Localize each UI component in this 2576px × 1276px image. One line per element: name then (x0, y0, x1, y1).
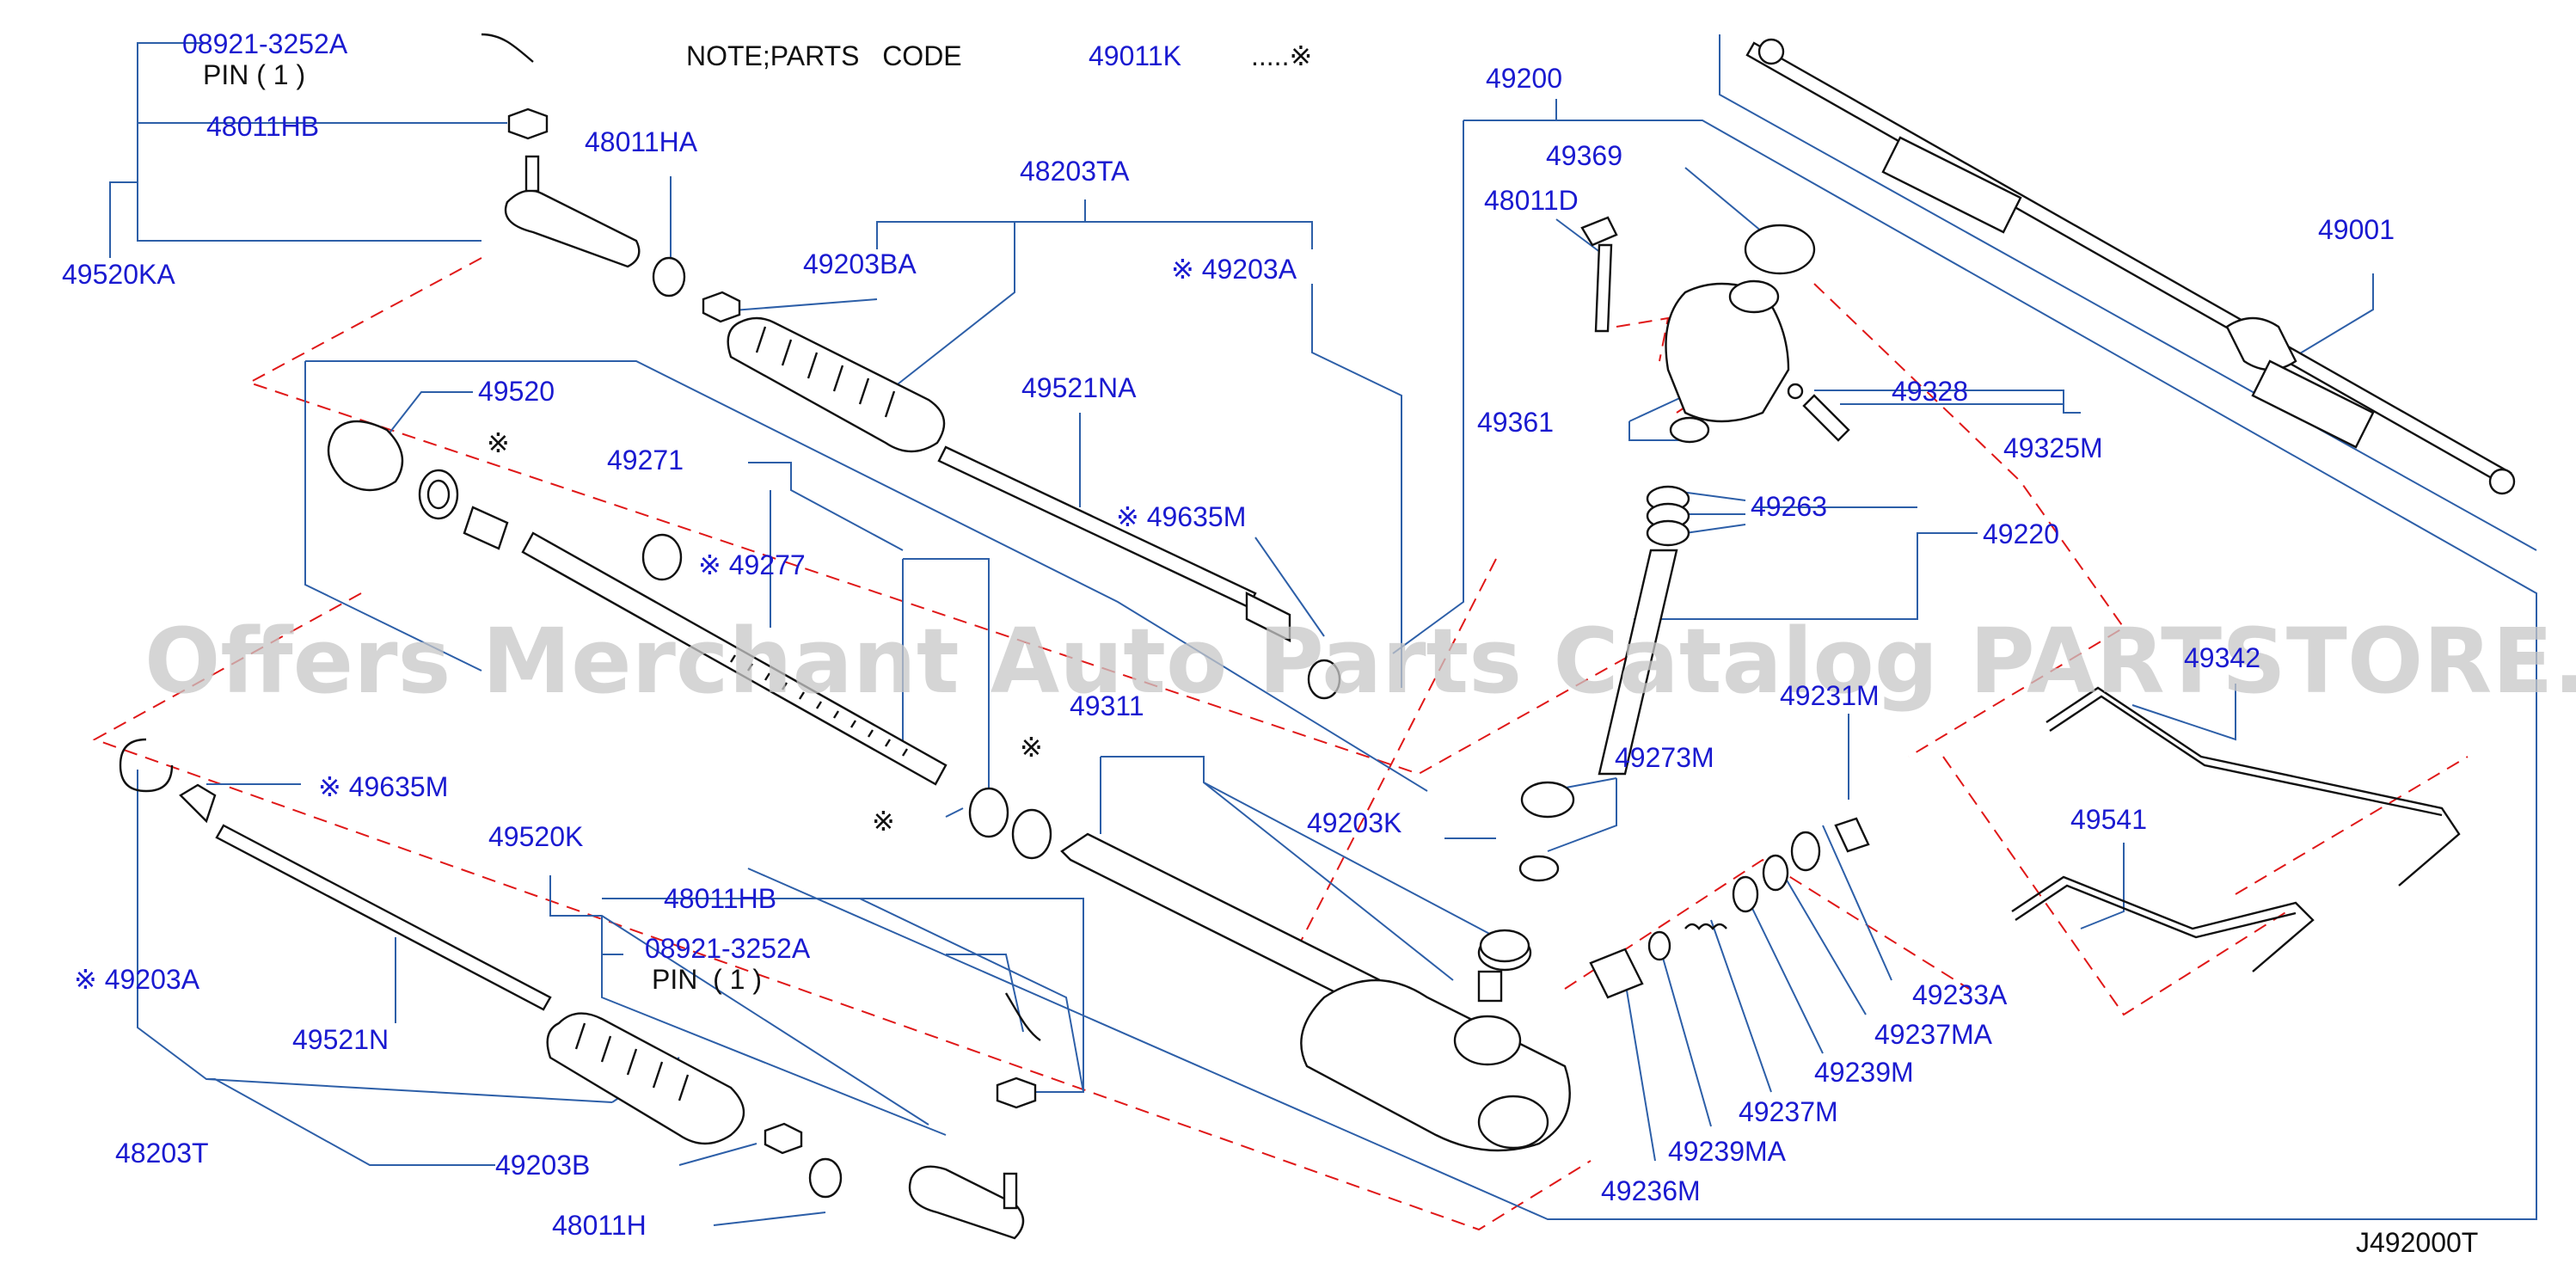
bolt-48011d (1580, 216, 1618, 247)
callout-49239m[interactable]: 49239M (1814, 1057, 1914, 1088)
callout-49271[interactable]: 49271 (607, 445, 684, 475)
callout-49635m-left[interactable]: ※ 49635M (318, 771, 448, 802)
rack-bushing-49520 (327, 420, 404, 492)
pipe-49541 (2011, 875, 2315, 972)
callout-49277[interactable]: ※ 49277 (698, 549, 806, 580)
callout-49203ba[interactable]: 49203BA (803, 248, 917, 279)
phantom-outlines (92, 257, 2469, 1231)
callout-49342[interactable]: 49342 (2184, 642, 2260, 673)
yoke-49236m (1589, 948, 1644, 999)
part-callouts: 08921-3252A PIN ( 1 ) 48011HB 49520KA 48… (62, 28, 2395, 1241)
cotter-pin-bottom (1004, 992, 1041, 1041)
parts-artwork (119, 33, 2516, 1240)
callout-49233a[interactable]: 49233A (1912, 979, 2008, 1010)
callout-49001[interactable]: 49001 (2318, 214, 2395, 245)
callout-48203ta[interactable]: 48203TA (1020, 156, 1130, 187)
callout-49203a-left[interactable]: ※ 49203A (74, 964, 200, 995)
callout-49369[interactable]: 49369 (1546, 140, 1622, 171)
callout-08921-3252a-bottom[interactable]: 08921-3252A (645, 933, 811, 964)
callout-48203t[interactable]: 48203T (115, 1138, 209, 1169)
callout-49541[interactable]: 49541 (2070, 804, 2147, 835)
mark-49311: ※ (1020, 732, 1043, 763)
callout-49520[interactable]: 49520 (478, 376, 555, 407)
callout-48011hb-bottom[interactable]: 48011HB (664, 883, 776, 914)
catalog-code: J492000T (2356, 1227, 2478, 1258)
callout-49200[interactable]: 49200 (1486, 63, 1562, 94)
callout-49203a-top[interactable]: ※ 49203A (1171, 254, 1297, 285)
callout-49521na[interactable]: 49521NA (1021, 372, 1137, 403)
callout-49273m[interactable]: 49273M (1615, 742, 1714, 773)
callout-48011h[interactable]: 48011H (552, 1210, 647, 1241)
callout-49311[interactable]: 49311 (1070, 690, 1144, 721)
callout-49521n[interactable]: 49521N (292, 1024, 389, 1055)
callout-49520ka[interactable]: 49520KA (62, 259, 175, 290)
callout-48011d[interactable]: 48011D (1484, 185, 1579, 216)
tie-rod-end-49520ka (504, 189, 641, 268)
rack-49271 (463, 506, 509, 550)
clamp-49635m (119, 738, 174, 793)
callout-49231m[interactable]: 49231M (1780, 680, 1880, 711)
callout-49236m[interactable]: 49236M (1601, 1175, 1701, 1206)
callout-pin-top: PIN ( 1 ) (203, 59, 305, 90)
callout-08921-3252a-top[interactable]: 08921-3252A (182, 28, 348, 59)
tie-rod-end-49520k (908, 1165, 1025, 1240)
callout-pin-bottom: PIN ( 1 ) (652, 964, 762, 995)
callout-49325m[interactable]: 49325M (2003, 432, 2103, 463)
callout-49263[interactable]: 49263 (1751, 491, 1827, 522)
inner-tie-rod-49521n (215, 824, 552, 1011)
callout-49220[interactable]: 49220 (1983, 518, 2059, 549)
callout-48011hb-top[interactable]: 48011HB (206, 111, 319, 142)
callout-49237ma[interactable]: 49237MA (1874, 1019, 1993, 1050)
parts-code-note: NOTE;PARTS CODE 49011K .....※ (686, 40, 1312, 71)
pinion-49220 (1598, 549, 1678, 776)
callout-49328[interactable]: 49328 (1892, 376, 1968, 407)
callout-48011ha[interactable]: 48011HA (585, 126, 698, 157)
callout-49237m[interactable]: 49237M (1739, 1096, 1838, 1127)
callout-49203b[interactable]: 49203B (495, 1150, 590, 1181)
watermark-text: Offers Merchant Auto Parts Catalog PARTS… (144, 609, 2576, 714)
note-code: 49011K (1089, 40, 1181, 71)
nut-48011hb-bottom (996, 1077, 1037, 1109)
callout-49361[interactable]: 49361 (1477, 407, 1554, 438)
yoke-plug-49231m (1834, 817, 1870, 853)
mark-ring: ※ (872, 806, 895, 837)
steering-gear-assembly-49001 (1745, 41, 2512, 487)
boot-48203t (546, 1012, 745, 1145)
mark-49520: ※ (487, 427, 510, 458)
callout-49203k[interactable]: 49203K (1307, 807, 1401, 838)
cotter-pin-top (481, 33, 534, 63)
pipe-49342 (2045, 686, 2461, 886)
callout-49520k[interactable]: 49520K (488, 821, 583, 852)
note-prefix: NOTE;PARTS CODE (686, 40, 962, 71)
callout-49239ma[interactable]: 49239MA (1668, 1136, 1787, 1167)
note-suffix: .....※ (1251, 40, 1312, 71)
nut-48011hb-top (507, 107, 549, 140)
callout-49635m-top[interactable]: ※ 49635M (1116, 501, 1246, 532)
